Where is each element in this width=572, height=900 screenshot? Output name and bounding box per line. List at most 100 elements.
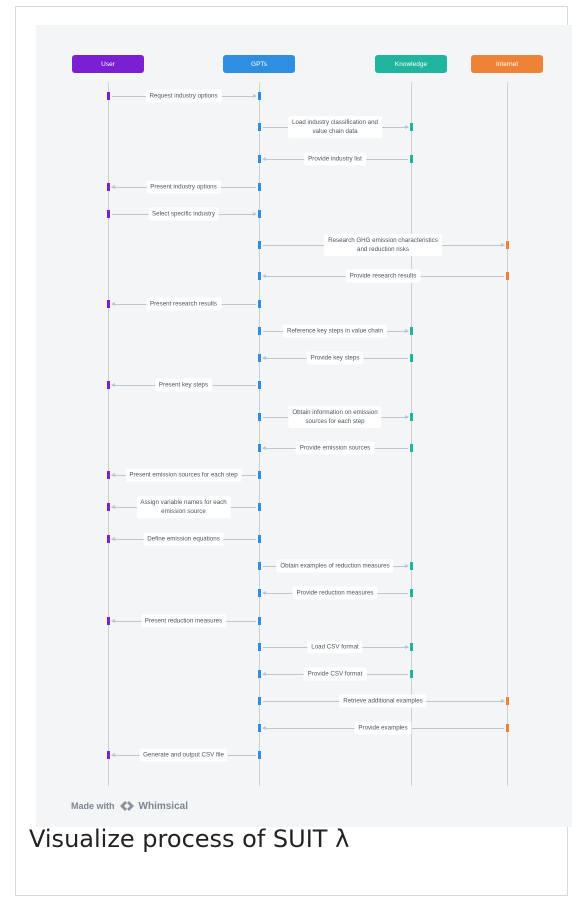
message-label: Present research results <box>145 297 222 311</box>
activation-gpts <box>258 354 261 362</box>
activation-user <box>107 300 110 308</box>
message-label: Provide industry list <box>304 152 366 166</box>
activation-gpts <box>258 697 261 705</box>
activation-gpts <box>258 241 261 249</box>
arrowhead-icon <box>111 753 115 757</box>
activation-gpts <box>258 123 261 131</box>
arrowhead-icon <box>111 383 115 387</box>
arrowhead-icon <box>262 591 266 595</box>
activation-gpts <box>258 155 261 163</box>
arrowhead-icon <box>262 157 266 161</box>
sequence-diagram: Made with Whimsical User GPTs Knowledge Int… <box>36 25 572 827</box>
arrowhead-icon <box>262 356 266 360</box>
activation-user <box>107 381 110 389</box>
activation-gpts <box>258 327 261 335</box>
activation-gpts <box>258 413 261 421</box>
message-label: Provide CSV format <box>303 667 367 681</box>
message-label: Obtain examples of reduction measures <box>276 559 394 573</box>
activation-gpts <box>258 617 261 625</box>
message-label: Provide research results <box>345 269 421 283</box>
arrowhead-icon <box>501 243 505 247</box>
activation-user <box>107 471 110 479</box>
activation-knowledge <box>410 589 413 597</box>
activation-knowledge <box>410 562 413 570</box>
activation-knowledge <box>410 643 413 651</box>
message-label: Select specific industry <box>148 207 219 221</box>
activation-gpts <box>258 92 261 100</box>
arrowhead-icon <box>111 505 115 509</box>
activation-user <box>107 751 110 759</box>
actor-user[interactable]: User <box>72 55 144 73</box>
activation-user <box>107 92 110 100</box>
activation-knowledge <box>410 123 413 131</box>
content-frame: Made with Whimsical User GPTs Knowledge Int… <box>15 6 572 896</box>
activation-gpts <box>258 300 261 308</box>
arrowhead-icon <box>111 185 115 189</box>
message-label: Retrieve additional examples <box>339 694 427 708</box>
activation-gpts <box>258 272 261 280</box>
lifeline-internet <box>507 82 508 786</box>
message-label: Generate and output CSV file <box>139 748 228 762</box>
whimsical-logo-icon <box>119 801 134 811</box>
arrowhead-icon <box>262 446 266 450</box>
arrowhead-icon <box>253 212 257 216</box>
activation-internet <box>506 241 509 249</box>
arrowhead-icon <box>405 125 409 129</box>
message-label: Define emission equations <box>143 532 224 546</box>
message-label: Reference key steps in value chain <box>283 324 387 338</box>
activation-knowledge <box>410 413 413 421</box>
message-label: Load CSV format <box>307 640 363 654</box>
arrowhead-icon <box>405 415 409 419</box>
lifeline-knowledge <box>411 82 412 786</box>
activation-internet <box>506 724 509 732</box>
made-with-badge[interactable]: Made with Whimsical <box>71 800 188 812</box>
activation-gpts <box>258 724 261 732</box>
activation-gpts <box>258 751 261 759</box>
message-label: Present industry options <box>146 180 221 194</box>
activation-user <box>107 617 110 625</box>
arrowhead-icon <box>111 619 115 623</box>
activation-gpts <box>258 589 261 597</box>
arrowhead-icon <box>253 94 257 98</box>
message-label: Present emission sources for each step <box>125 468 242 482</box>
activation-gpts <box>258 471 261 479</box>
activation-knowledge <box>410 327 413 335</box>
lifeline-gpts <box>259 82 260 786</box>
arrowhead-icon <box>501 699 505 703</box>
activation-gpts <box>258 535 261 543</box>
arrowhead-icon <box>111 537 115 541</box>
message-label: Provide emission sources <box>295 441 375 455</box>
activation-user <box>107 210 110 218</box>
actor-knowledge[interactable]: Knowledge <box>375 55 447 73</box>
activation-knowledge <box>410 444 413 452</box>
activation-gpts <box>258 381 261 389</box>
arrowhead-icon <box>405 645 409 649</box>
arrowhead-icon <box>405 329 409 333</box>
activation-internet <box>506 697 509 705</box>
activation-gpts <box>258 670 261 678</box>
diagram-caption: Visualize process of SUIT λ <box>29 825 350 853</box>
arrowhead-icon <box>262 672 266 676</box>
actor-gpts[interactable]: GPTs <box>223 55 295 73</box>
activation-gpts <box>258 183 261 191</box>
whimsical-brand: Whimsical <box>138 800 188 812</box>
arrowhead-icon <box>111 473 115 477</box>
message-label: Present key steps <box>154 378 213 392</box>
activation-user <box>107 535 110 543</box>
activation-gpts <box>258 503 261 511</box>
activation-knowledge <box>410 670 413 678</box>
arrowhead-icon <box>262 274 266 278</box>
message-label: Request industry options <box>145 89 222 103</box>
activation-knowledge <box>410 155 413 163</box>
actor-internet[interactable]: Internet <box>471 55 543 73</box>
message-label: Provide reduction measures <box>292 586 378 600</box>
arrowhead-icon <box>405 564 409 568</box>
message-label: Provide key steps <box>306 351 364 365</box>
activation-user <box>107 183 110 191</box>
message-label: Present reduction measures <box>140 614 227 628</box>
made-with-label: Made with <box>71 801 115 811</box>
message-label: Provide examples <box>354 721 412 735</box>
